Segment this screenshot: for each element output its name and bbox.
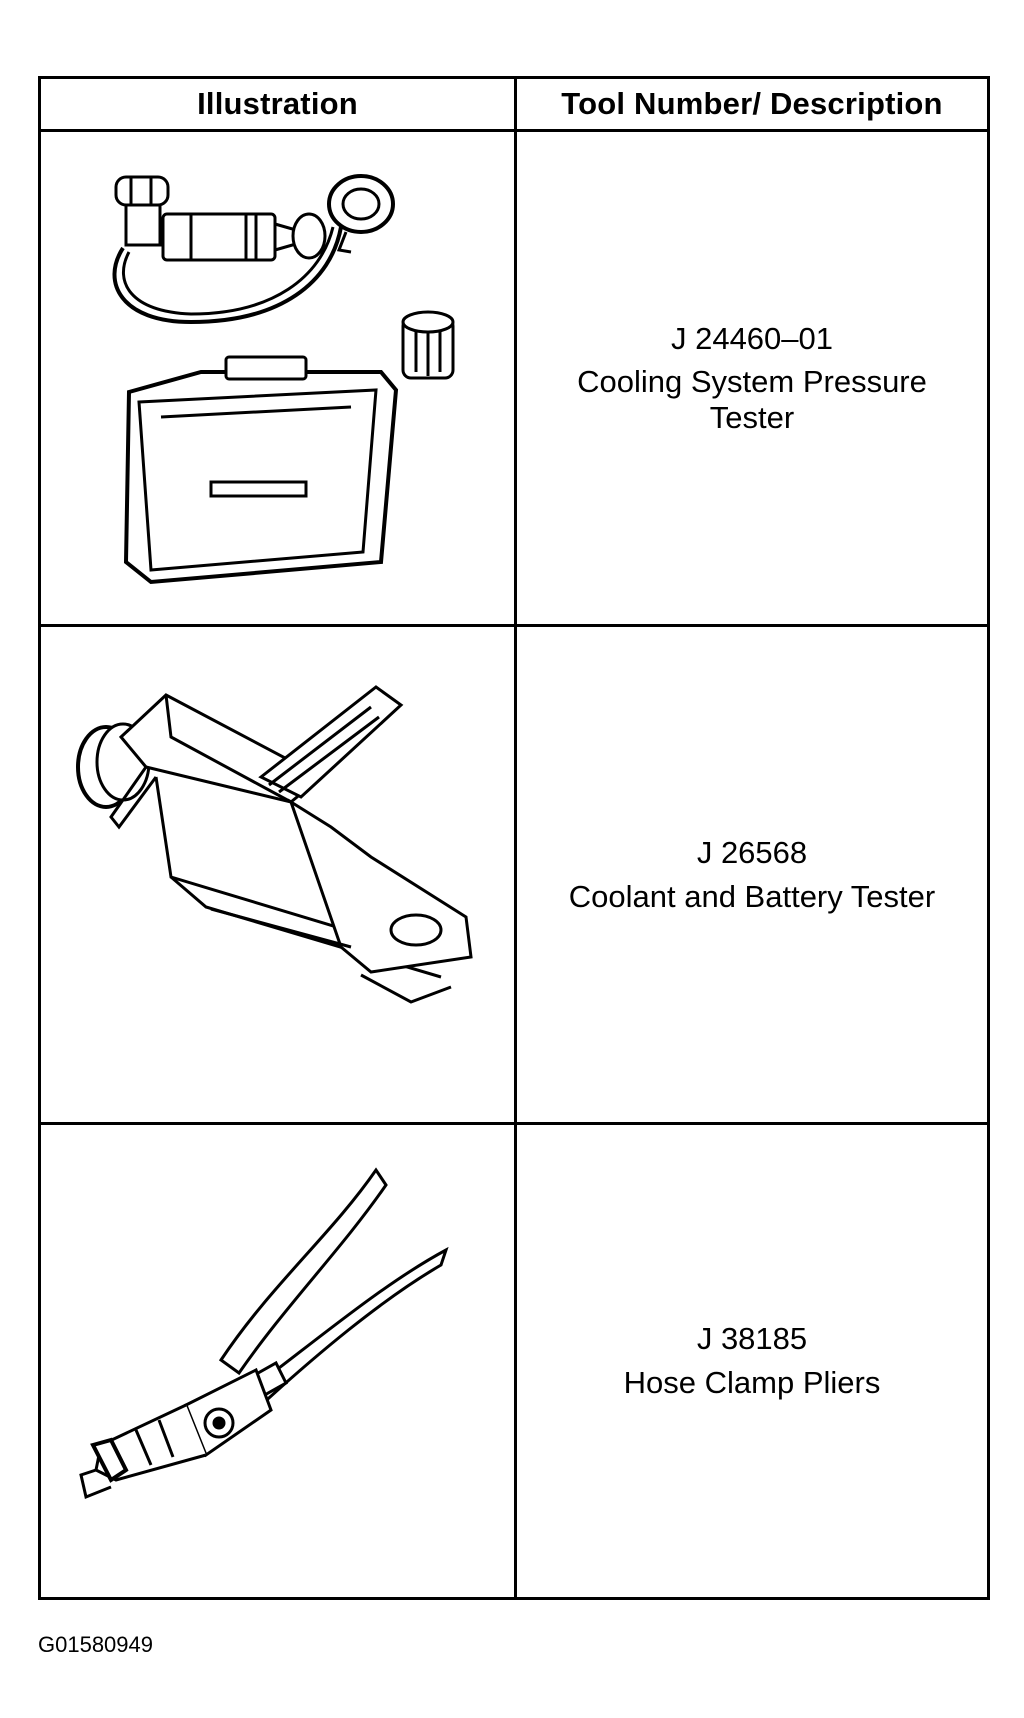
header-tool-description: Tool Number/ Description — [561, 86, 943, 121]
tool-description: Cooling System Pressure Tester — [577, 364, 927, 435]
table-row: J 24460–01 Cooling System Pressure Teste… — [41, 132, 987, 624]
tool-table: Illustration Tool Number/ Description — [38, 76, 990, 1600]
tool-description-cell: J 38185 Hose Clamp Pliers — [517, 1125, 987, 1597]
table-row: J 26568 Coolant and Battery Tester — [41, 627, 987, 1122]
tool-number: J 38185 — [696, 1321, 808, 1357]
tool-description: Coolant and Battery Tester — [568, 878, 936, 914]
tool-description-cell: J 24460–01 Cooling System Pressure Teste… — [517, 132, 987, 624]
row-divider — [41, 129, 987, 132]
coolant-battery-tester-icon — [41, 627, 514, 1122]
hose-clamp-pliers-icon — [41, 1125, 514, 1597]
table-row: J 38185 Hose Clamp Pliers — [41, 1125, 987, 1597]
tool-number: J 26568 — [696, 834, 808, 870]
figure-code: G01580949 — [38, 1632, 153, 1657]
row-divider — [41, 1122, 987, 1125]
tool-description-cell: J 26568 Coolant and Battery Tester — [517, 627, 987, 1122]
tool-number: J 24460–01 — [670, 320, 834, 356]
header-illustration: Illustration — [197, 86, 358, 121]
row-divider — [41, 624, 987, 627]
column-divider — [514, 79, 517, 1597]
tool-description: Hose Clamp Pliers — [623, 1365, 881, 1400]
cooling-system-pressure-tester-icon — [41, 132, 514, 624]
